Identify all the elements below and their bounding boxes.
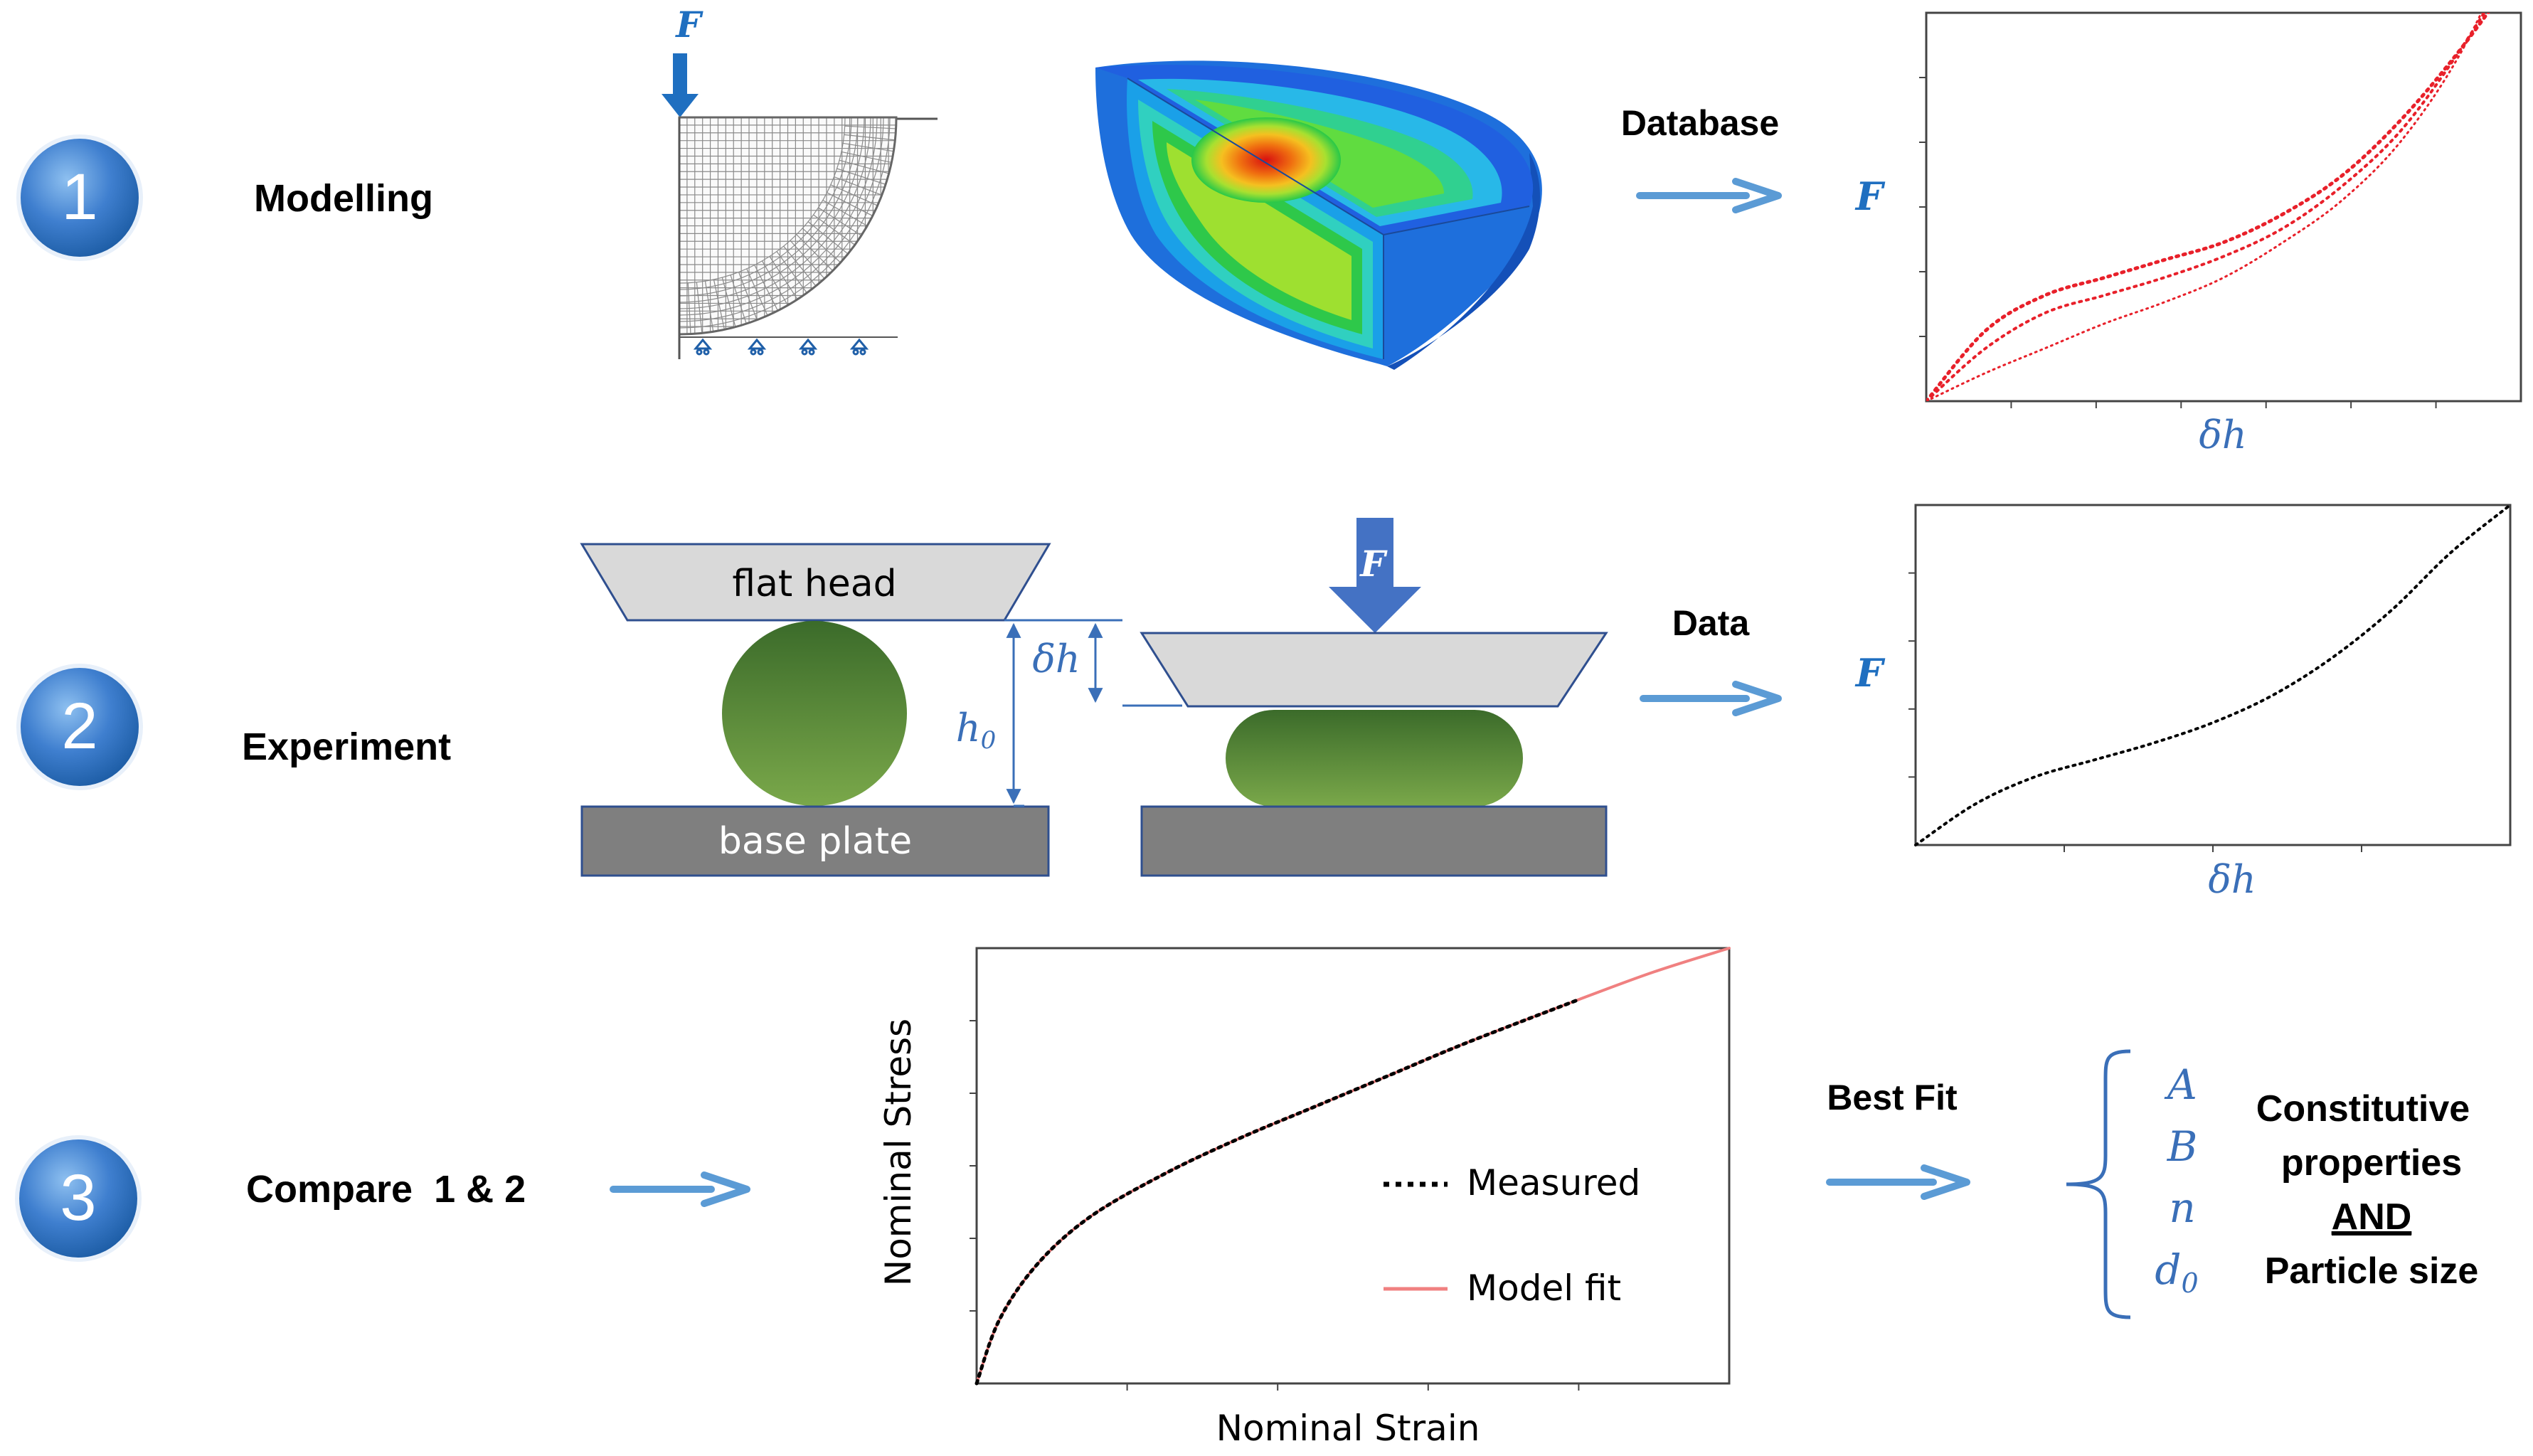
- delta-h-label: δh: [1032, 637, 1080, 681]
- database-arrow: [1636, 178, 1782, 213]
- series-line-1: [1926, 13, 2486, 401]
- param-d0: d0: [2155, 1245, 2198, 1299]
- base-plate-pressed: [1140, 805, 1608, 877]
- result-line-2: properties: [2281, 1142, 2462, 1184]
- series-line-measured: [975, 997, 1581, 1386]
- database-chart-ylabel: F: [1854, 174, 1886, 219]
- flat-head-pressed: [1140, 632, 1608, 708]
- data-label: Data: [1672, 603, 1751, 643]
- result-line-3: AND: [2332, 1196, 2412, 1238]
- mesh-supports: [693, 338, 869, 356]
- fe-mesh: F: [662, 4, 938, 359]
- experiment-chart: F δh: [1854, 504, 2512, 902]
- particle-sphere: [722, 621, 907, 806]
- chart-frame: [1926, 13, 2521, 401]
- param-n: n: [2169, 1184, 2195, 1232]
- database-label: Database: [1621, 103, 1779, 143]
- legend-measured-label: Measured: [1467, 1162, 1640, 1203]
- step-1-badge: 1: [16, 134, 143, 261]
- base-plate: [580, 805, 1050, 877]
- database-chart-plot: [1919, 11, 2522, 408]
- params-brace: [2066, 1049, 2131, 1319]
- chart-axes: [1908, 504, 2512, 852]
- fit-chart-legend: Measured Model fit: [1384, 1162, 1640, 1309]
- fit-chart-xlabel: Nominal Strain: [1216, 1408, 1480, 1449]
- chart-axes: [1926, 13, 2521, 401]
- experiment-chart-ylabel: F: [1854, 650, 1886, 696]
- stress-contour-model: [1095, 60, 1542, 370]
- series-line-0: [1926, 13, 2490, 401]
- result-line-1: Constitutive: [2256, 1088, 2470, 1130]
- press-force-label: F: [1359, 543, 1388, 585]
- result-line-4: Particle size: [2265, 1250, 2479, 1292]
- chart-frame: [1925, 11, 2522, 403]
- step-2-badge: 2: [16, 664, 143, 790]
- step-3-number: 3: [60, 1162, 96, 1234]
- result-text: Constitutive properties AND Particle siz…: [2256, 1088, 2479, 1292]
- fit-chart: Nominal Strain Nominal Stress Measured M…: [878, 947, 1731, 1449]
- experiment-chart-xlabel: δh: [2208, 857, 2256, 902]
- compare-arrow: [610, 1171, 750, 1207]
- h0-label: h0: [956, 706, 996, 755]
- experiment-chart-plot: [1908, 504, 2512, 852]
- chart-axes: [1919, 11, 2522, 408]
- mesh-force-label: F: [674, 4, 703, 46]
- series-line-0: [1914, 504, 2512, 846]
- dimension-annotations: δh h0: [956, 619, 1182, 807]
- step-3-badge: 3: [15, 1135, 142, 1262]
- particle-compressed: [1226, 710, 1523, 807]
- step-2-number: 2: [61, 690, 97, 762]
- best-fit-label: Best Fit: [1827, 1078, 1958, 1117]
- step-1-label: Modelling: [254, 177, 433, 220]
- flat-head-label: flat head: [732, 563, 896, 605]
- step-3-label: Compare 1 & 2: [246, 1168, 526, 1211]
- step-1-number: 1: [61, 161, 97, 233]
- database-chart-xlabel: δh: [2199, 413, 2246, 457]
- step-2-label: Experiment: [242, 726, 451, 768]
- chart-frame: [1914, 504, 2512, 846]
- base-plate-label: base plate: [718, 820, 912, 863]
- data-arrow: [1640, 681, 1782, 716]
- best-fit-arrow: [1826, 1164, 1970, 1200]
- press-force-arrow: [1356, 518, 1393, 589]
- legend-model-label: Model fit: [1467, 1268, 1621, 1309]
- fit-chart-ylabel: Nominal Stress: [878, 1019, 919, 1286]
- fit-chart-plot: [970, 947, 1731, 1391]
- parameter-list: A B n d0: [2155, 1061, 2198, 1299]
- database-chart: F δh: [1854, 11, 2522, 457]
- param-b: B: [2167, 1122, 2198, 1171]
- experiment-after: F: [1140, 518, 1608, 877]
- param-a: A: [2164, 1061, 2197, 1109]
- mesh-force-arrow: [673, 53, 687, 96]
- series-line-2: [1926, 13, 2483, 401]
- chart-axes: [970, 947, 1731, 1391]
